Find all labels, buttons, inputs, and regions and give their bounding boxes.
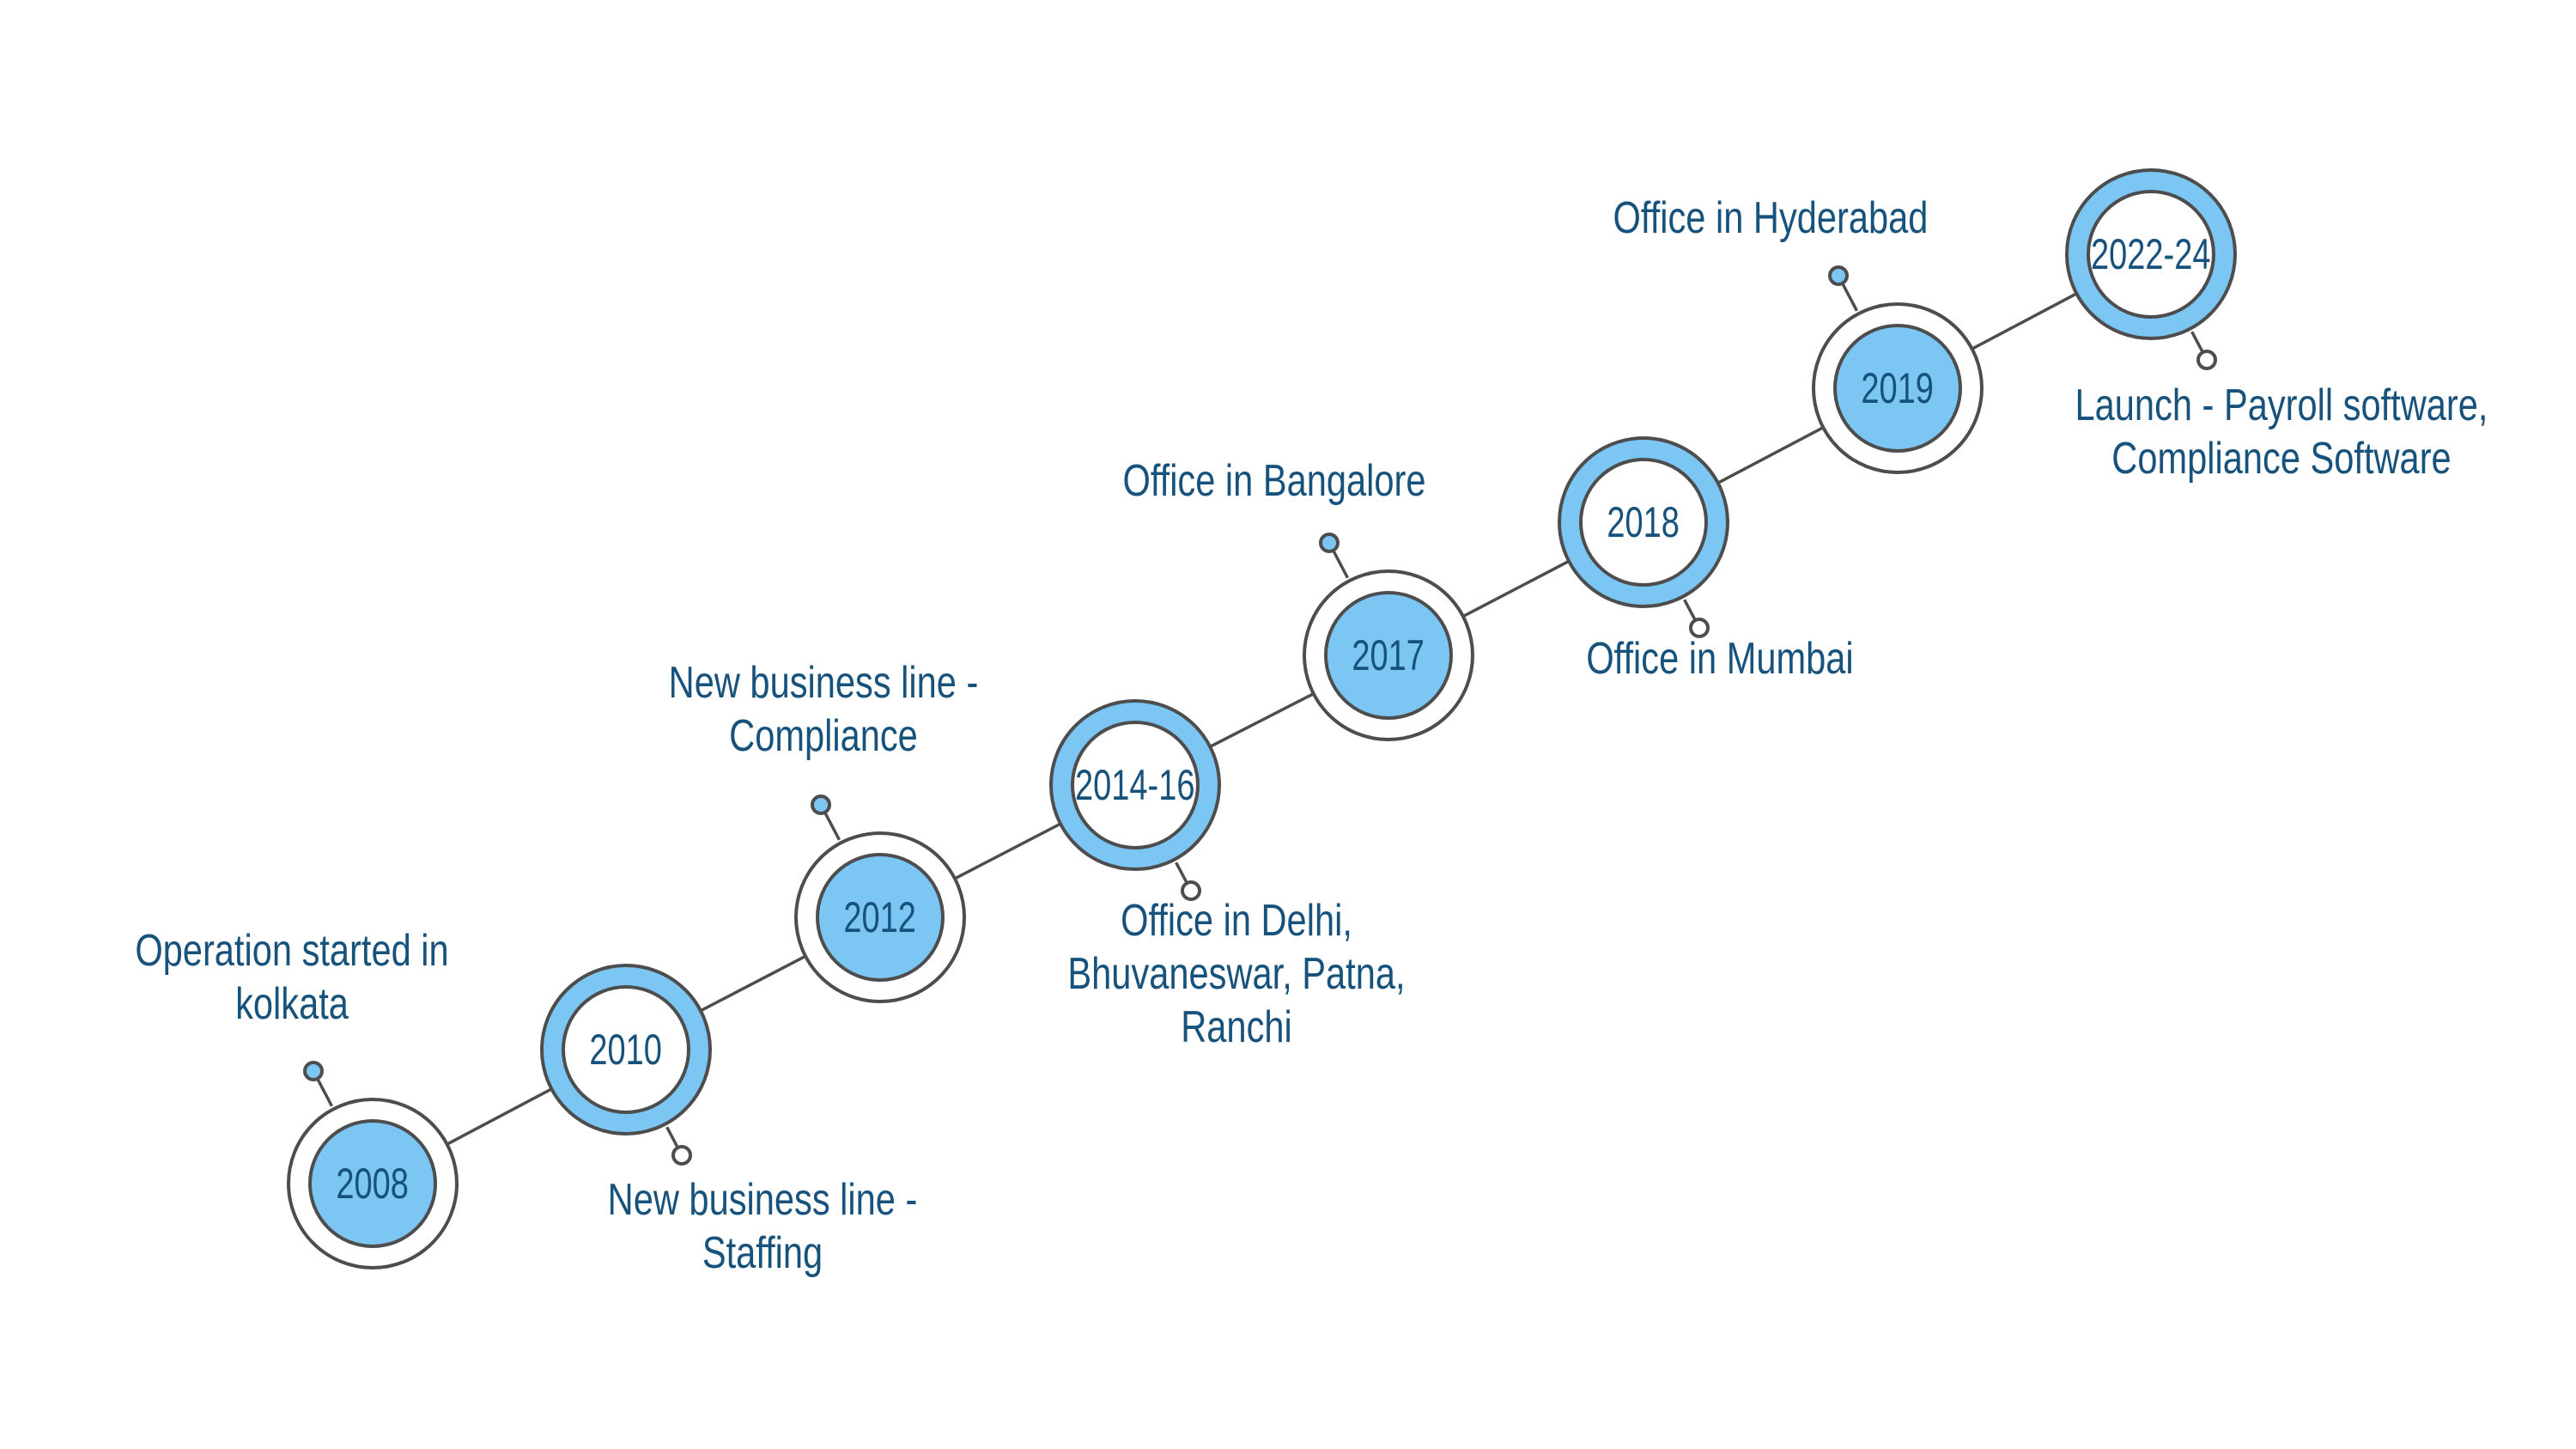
callout-dot xyxy=(2196,350,2217,370)
callout-line xyxy=(1332,550,1350,579)
node-outer-ring: 2014-16 xyxy=(1049,699,1221,871)
callout-line xyxy=(1175,861,1188,884)
node-year: 2018 xyxy=(1607,498,1680,546)
node-year: 2010 xyxy=(589,1026,663,1074)
callout-line xyxy=(665,1126,679,1148)
callout-line xyxy=(823,812,841,841)
timeline-node-2014-16: 2014-16 xyxy=(1049,699,1221,871)
node-label-text: New business line - Staffing xyxy=(607,1175,918,1278)
node-year: 2019 xyxy=(1861,364,1935,412)
node-outer-ring: 2022-24 xyxy=(2065,168,2237,340)
callout-line xyxy=(1841,283,1859,312)
node-inner-circle: 2017 xyxy=(1324,591,1453,720)
node-outer-ring: 2017 xyxy=(1303,569,1474,741)
callout-dot xyxy=(1181,880,1201,901)
timeline-node-2008: 2008 xyxy=(287,1098,459,1269)
timeline-node-2012: 2012 xyxy=(794,831,966,1003)
timeline-node-2022-24: 2022-24 xyxy=(2065,168,2237,340)
node-inner-circle: 2014-16 xyxy=(1071,721,1200,849)
timeline-node-2010: 2010 xyxy=(540,964,712,1135)
node-label-text: Office in Bangalore xyxy=(1122,456,1426,506)
callout-dot xyxy=(811,795,831,815)
node-label-text: New business line - Compliance xyxy=(668,658,979,761)
node-inner-circle: 2012 xyxy=(816,853,945,982)
node-inner-circle: 2019 xyxy=(1833,324,1962,453)
node-outer-ring: 2008 xyxy=(287,1098,459,1269)
node-inner-circle: 2010 xyxy=(562,985,690,1114)
node-outer-ring: 2012 xyxy=(794,831,966,1003)
node-label-text: Operation started in kolkata xyxy=(135,926,449,1029)
callout-line xyxy=(2190,331,2204,353)
node-inner-circle: 2022-24 xyxy=(2087,190,2215,319)
callout-dot xyxy=(1828,265,1849,286)
node-year: 2012 xyxy=(843,893,917,941)
node-outer-ring: 2018 xyxy=(1558,436,1729,608)
callout-line xyxy=(316,1078,334,1107)
timeline-node-2018: 2018 xyxy=(1558,436,1729,608)
node-label-text: Office in Mumbai xyxy=(1586,634,1854,684)
callout-dot xyxy=(303,1061,324,1081)
callout-dot xyxy=(671,1145,692,1166)
timeline-node-2019: 2019 xyxy=(1812,302,1984,474)
node-label-text: Office in Delhi, Bhuvaneswar, Patna, Ran… xyxy=(1067,896,1406,1052)
callout-dot xyxy=(1319,533,1340,553)
node-year: 2008 xyxy=(336,1160,410,1208)
timeline-node-2017: 2017 xyxy=(1303,569,1474,741)
node-outer-ring: 2019 xyxy=(1812,302,1984,474)
node-year: 2014-16 xyxy=(1075,761,1195,809)
node-label-text: Office in Hyderabad xyxy=(1613,193,1929,243)
node-year: 2022-24 xyxy=(2091,230,2211,278)
node-year: 2017 xyxy=(1352,631,1425,679)
node-inner-circle: 2018 xyxy=(1579,458,1708,587)
node-label-text: Launch - Payroll software, Compliance So… xyxy=(2075,381,2488,484)
node-inner-circle: 2008 xyxy=(308,1119,437,1248)
callout-line xyxy=(1683,599,1697,621)
node-outer-ring: 2010 xyxy=(540,964,712,1135)
callout-dot xyxy=(1689,618,1710,638)
